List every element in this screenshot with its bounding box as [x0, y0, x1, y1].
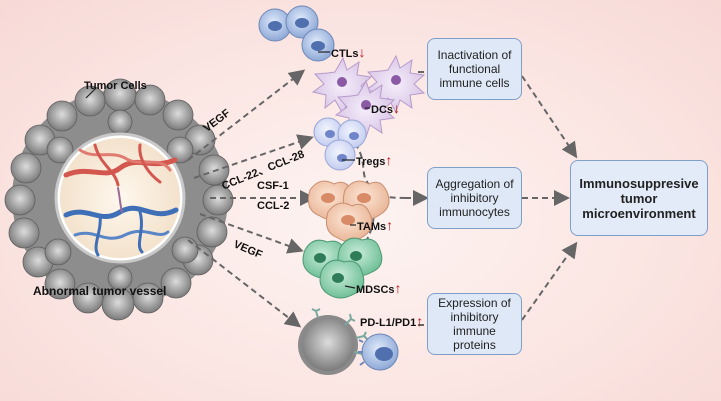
tams-label: TAMs↑ [357, 217, 394, 233]
pd1-t-cell [358, 333, 399, 371]
inactivation-box: Inactivation of functional immune cells [427, 38, 522, 100]
mdscs-label: MDSCs↑ [356, 280, 402, 296]
decrease-arrow-icon: ↓ [358, 44, 366, 60]
increase-arrow-icon: ↑ [416, 313, 424, 329]
label-leaders [85, 51, 370, 289]
ctl-cells [258, 5, 335, 62]
vessel-network [63, 143, 179, 257]
increase-arrow-icon: ↑ [385, 152, 393, 168]
pdl1-tumor-cell [298, 308, 368, 375]
tregs-label: Tregs↑ [356, 152, 393, 168]
ctls-label: CTLs↓ [331, 44, 366, 60]
vessel-label: Abnormal tumor vessel [33, 284, 167, 298]
increase-arrow-icon: ↑ [394, 280, 402, 296]
tumor-cells-label: Tumor Cells [84, 80, 147, 92]
pdl1-label: PD-L1/PD1↑ [360, 313, 424, 329]
decrease-arrow-icon: ↓ [393, 100, 401, 116]
csf1-label: CSF-1 [257, 180, 289, 192]
expression-box: Expression of inhibitory immune proteins [427, 293, 522, 355]
ccl2-label: CCL-2 [257, 200, 290, 212]
increase-arrow-icon: ↑ [386, 217, 394, 233]
aggregation-box: Aggregation of inhibitory immunocytes [427, 167, 522, 229]
outcome-box: Immunosuppresive tumor microenvironment [570, 160, 708, 236]
tumor-mass [4, 78, 234, 321]
dcs-label: DCs↓ [371, 100, 401, 116]
